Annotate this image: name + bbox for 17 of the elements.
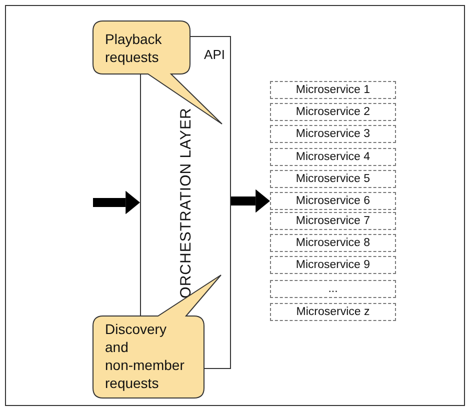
service-box: Microservice 1: [270, 81, 396, 99]
service-box: Microservice 5: [270, 170, 396, 188]
callout-text: Playback requests: [105, 30, 163, 66]
callout-text: Discovery and non-member requests: [105, 320, 186, 392]
layer-title: ORCHESTRATION LAYER: [177, 107, 194, 298]
service-box: Microservice 2: [270, 103, 396, 121]
service-box: ...: [270, 280, 396, 298]
layer-label: API: [204, 47, 225, 62]
service-box: Microservice 9: [270, 256, 396, 274]
service-box: Microservice 4: [270, 148, 396, 166]
service-box: Microservice 6: [270, 192, 396, 210]
block-arrow: [231, 189, 270, 213]
service-box: Microservice 3: [270, 125, 396, 143]
service-box: Microservice 8: [270, 234, 396, 252]
service-box: Microservice z: [270, 303, 396, 321]
block-arrow: [93, 190, 140, 214]
service-box: Microservice 7: [270, 212, 396, 230]
